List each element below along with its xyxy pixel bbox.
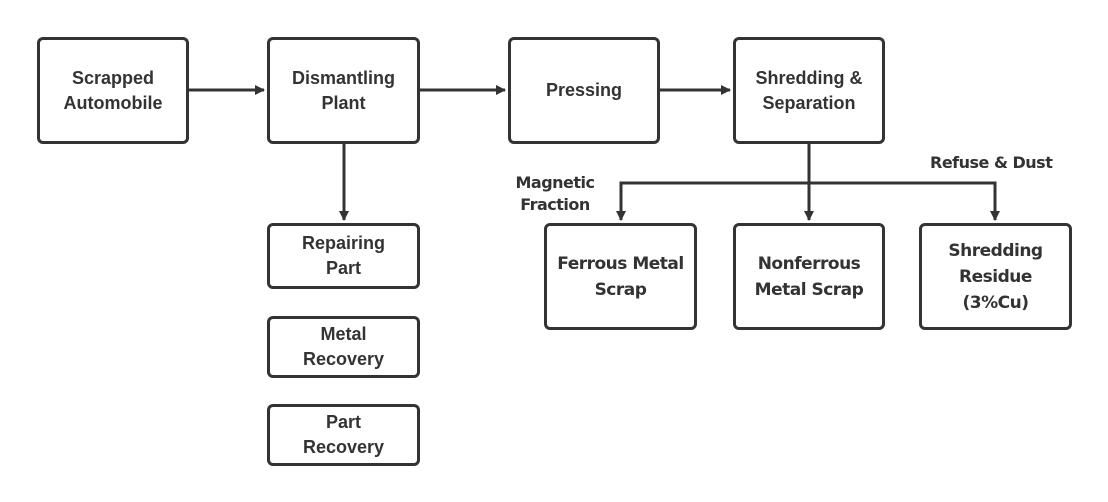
node-dismantling-plant: Dismantling Plant bbox=[267, 37, 420, 144]
node-pressing: Pressing bbox=[508, 37, 660, 144]
node-shredding-residue: Shredding Residue (3%Cu) bbox=[919, 223, 1072, 330]
edge-label-refuse-dust: Refuse & Dust bbox=[930, 153, 1053, 172]
edge-label-magnetic-fraction: Magnetic Fraction bbox=[515, 173, 595, 214]
node-shredding-separation: Shredding & Separation bbox=[733, 37, 885, 144]
node-part-recovery: Part Recovery bbox=[267, 404, 420, 466]
edge-shredding-to-residue bbox=[809, 181, 1000, 221]
node-ferrous-metal-scrap: Ferrous Metal Scrap bbox=[544, 223, 697, 330]
node-nonferrous-metal-scrap: Nonferrous Metal Scrap bbox=[733, 223, 885, 330]
node-metal-recovery: Metal Recovery bbox=[267, 316, 420, 378]
node-scrapped-automobile: Scrapped Automobile bbox=[37, 37, 189, 144]
edge-shredding-to-ferrous bbox=[616, 181, 809, 221]
node-repairing-part: Repairing Part bbox=[267, 223, 420, 289]
